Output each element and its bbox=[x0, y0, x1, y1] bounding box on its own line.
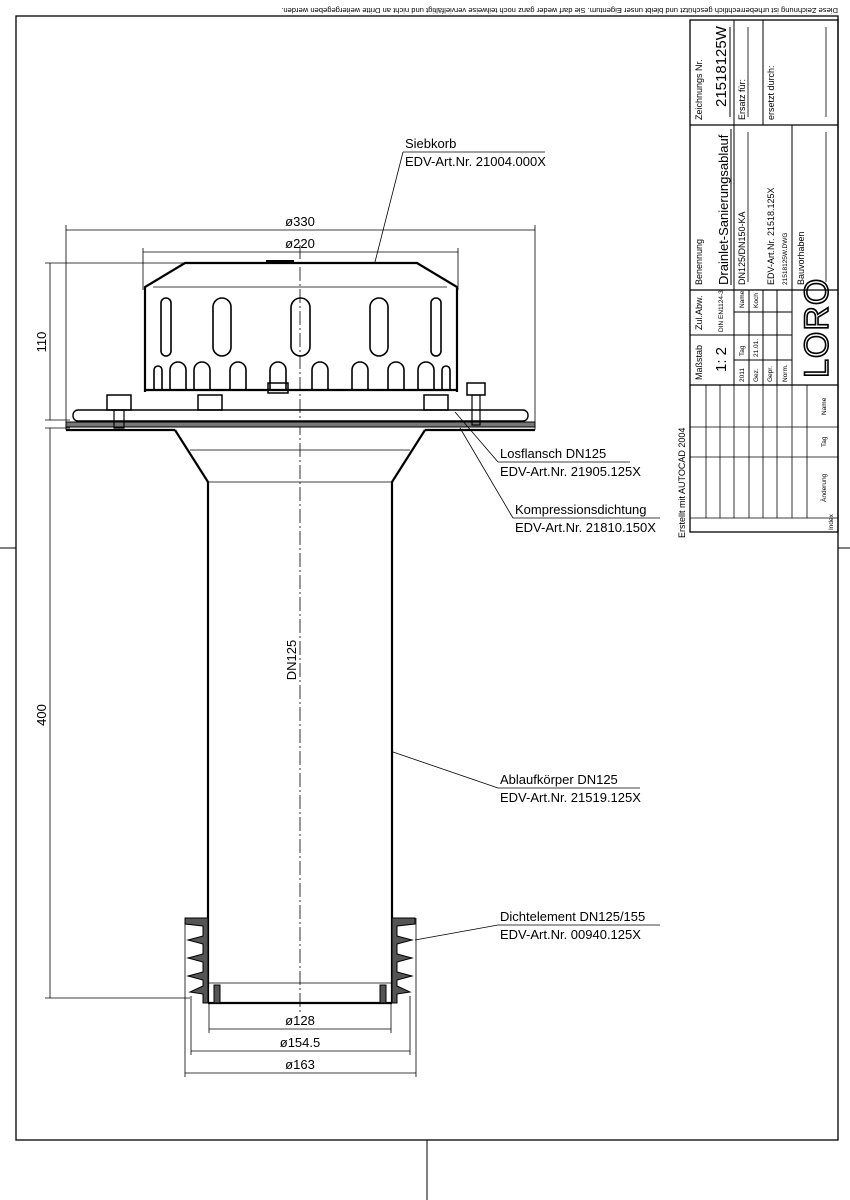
svg-text:EDV-Art.Nr. 21519.125X: EDV-Art.Nr. 21519.125X bbox=[500, 790, 641, 805]
callout-dichtelement: Dichtelement DN125/155 EDV-Art.Nr. 00940… bbox=[500, 909, 645, 942]
svg-text:Gez.: Gez. bbox=[753, 368, 760, 382]
scale-value: 1: 2 bbox=[713, 347, 730, 372]
dwg-file: 21518125W.DWG bbox=[782, 233, 789, 285]
callout-losflansch: Losflansch DN125 EDV-Art.Nr. 21905.125X bbox=[500, 446, 641, 479]
drawing-no: 21518125W bbox=[713, 25, 730, 107]
dim-h110: 110 bbox=[34, 332, 49, 353]
created-with: Erstellt mit AUTOCAD 2004 bbox=[677, 428, 687, 538]
svg-text:Koch: Koch bbox=[753, 293, 760, 308]
svg-text:Tag: Tag bbox=[739, 345, 746, 356]
scale-label: Maßstab bbox=[694, 345, 704, 380]
svg-text:Norm.: Norm. bbox=[782, 364, 789, 382]
basket-arch bbox=[269, 361, 287, 390]
svg-text:EDV-Art.Nr. 00940.125X: EDV-Art.Nr. 00940.125X bbox=[500, 927, 641, 942]
basket-arch bbox=[387, 361, 405, 390]
dim-h400: 400 bbox=[34, 704, 49, 726]
basket-arch bbox=[417, 361, 435, 390]
dim-d220: ø220 bbox=[285, 236, 315, 251]
article-no: EDV-Art.Nr. 21518.125X bbox=[766, 187, 776, 285]
drawing-frame bbox=[0, 15, 850, 1200]
svg-text:Kompressionsdichtung: Kompressionsdichtung bbox=[515, 502, 647, 517]
basket-arch bbox=[441, 365, 451, 390]
dim-d163: ø163 bbox=[285, 1057, 315, 1072]
svg-text:2011: 2011 bbox=[739, 368, 746, 382]
svg-text:EDV-Art.Nr. 21810.150X: EDV-Art.Nr. 21810.150X bbox=[515, 520, 656, 535]
dim-d154: ø154.5 bbox=[280, 1035, 320, 1050]
tolerance-value: DIN EN1124-3 bbox=[718, 290, 725, 332]
svg-text:Siebkorb: Siebkorb bbox=[405, 136, 456, 151]
svg-text:Dichtelement DN125/155: Dichtelement DN125/155 bbox=[500, 909, 645, 924]
sealing-element bbox=[184, 917, 416, 1005]
variant: DN125/DN150-KA bbox=[737, 211, 747, 285]
basket-arch bbox=[169, 361, 187, 390]
drain-body bbox=[174, 429, 426, 1003]
callout-siebkorb: Siebkorb EDV-Art.Nr. 21004.000X bbox=[405, 136, 546, 169]
project-label: Bauvorhaben bbox=[796, 231, 806, 285]
callout-ablaufkoerper: Ablaufkörper DN125 EDV-Art.Nr. 21519.125… bbox=[500, 772, 641, 805]
rev-change-label: Änderung bbox=[820, 473, 828, 502]
replaces-label: Ersatz für: bbox=[737, 79, 747, 120]
dim-d330: ø330 bbox=[285, 214, 315, 229]
svg-text:Name: Name bbox=[739, 290, 746, 308]
basket-arch bbox=[153, 365, 163, 390]
callout-kompressionsdichtung: Kompressionsdichtung EDV-Art.Nr. 21810.1… bbox=[515, 502, 656, 535]
rev-day-label: Tag bbox=[821, 436, 828, 447]
rev-name-label: Name bbox=[821, 397, 828, 415]
loro-logo: LORO bbox=[798, 278, 836, 378]
basket-arch bbox=[229, 361, 247, 390]
rev-index-label: Index bbox=[828, 513, 835, 530]
dim-d128: ø128 bbox=[285, 1013, 315, 1028]
svg-text:EDV-Art.Nr. 21004.000X: EDV-Art.Nr. 21004.000X bbox=[405, 154, 546, 169]
svg-text:Gepr.: Gepr. bbox=[767, 366, 774, 382]
designation-label: Benennung bbox=[694, 239, 704, 285]
sieve-basket bbox=[143, 260, 459, 392]
drawing-no-label: Zeichnungs Nr. bbox=[694, 59, 704, 120]
svg-text:Ablaufkörper DN125: Ablaufkörper DN125 bbox=[500, 772, 618, 787]
basket-arch bbox=[193, 361, 211, 390]
leader-lines bbox=[374, 151, 660, 941]
title-block: Index Änderung Tag Name Maßstab 1: 2 Zul… bbox=[689, 19, 839, 533]
svg-text:21.01.: 21.01. bbox=[753, 339, 760, 357]
svg-text:EDV-Art.Nr. 21905.125X: EDV-Art.Nr. 21905.125X bbox=[500, 464, 641, 479]
copyright-notice: Diese Zeichnung ist urheberrechtlich ges… bbox=[281, 6, 838, 15]
basket-arch bbox=[351, 361, 369, 390]
tolerance-label: Zul.Abw. bbox=[694, 295, 704, 330]
basket-arch bbox=[311, 361, 329, 390]
loose-flange bbox=[65, 382, 536, 432]
dimensions bbox=[45, 225, 536, 1077]
replaced-by-label: ersetzt durch: bbox=[766, 65, 776, 120]
designation: Drainlet-Sanierungsablauf bbox=[716, 134, 731, 285]
dim-dn125: DN125 bbox=[284, 640, 299, 680]
svg-text:Losflansch DN125: Losflansch DN125 bbox=[500, 446, 606, 461]
